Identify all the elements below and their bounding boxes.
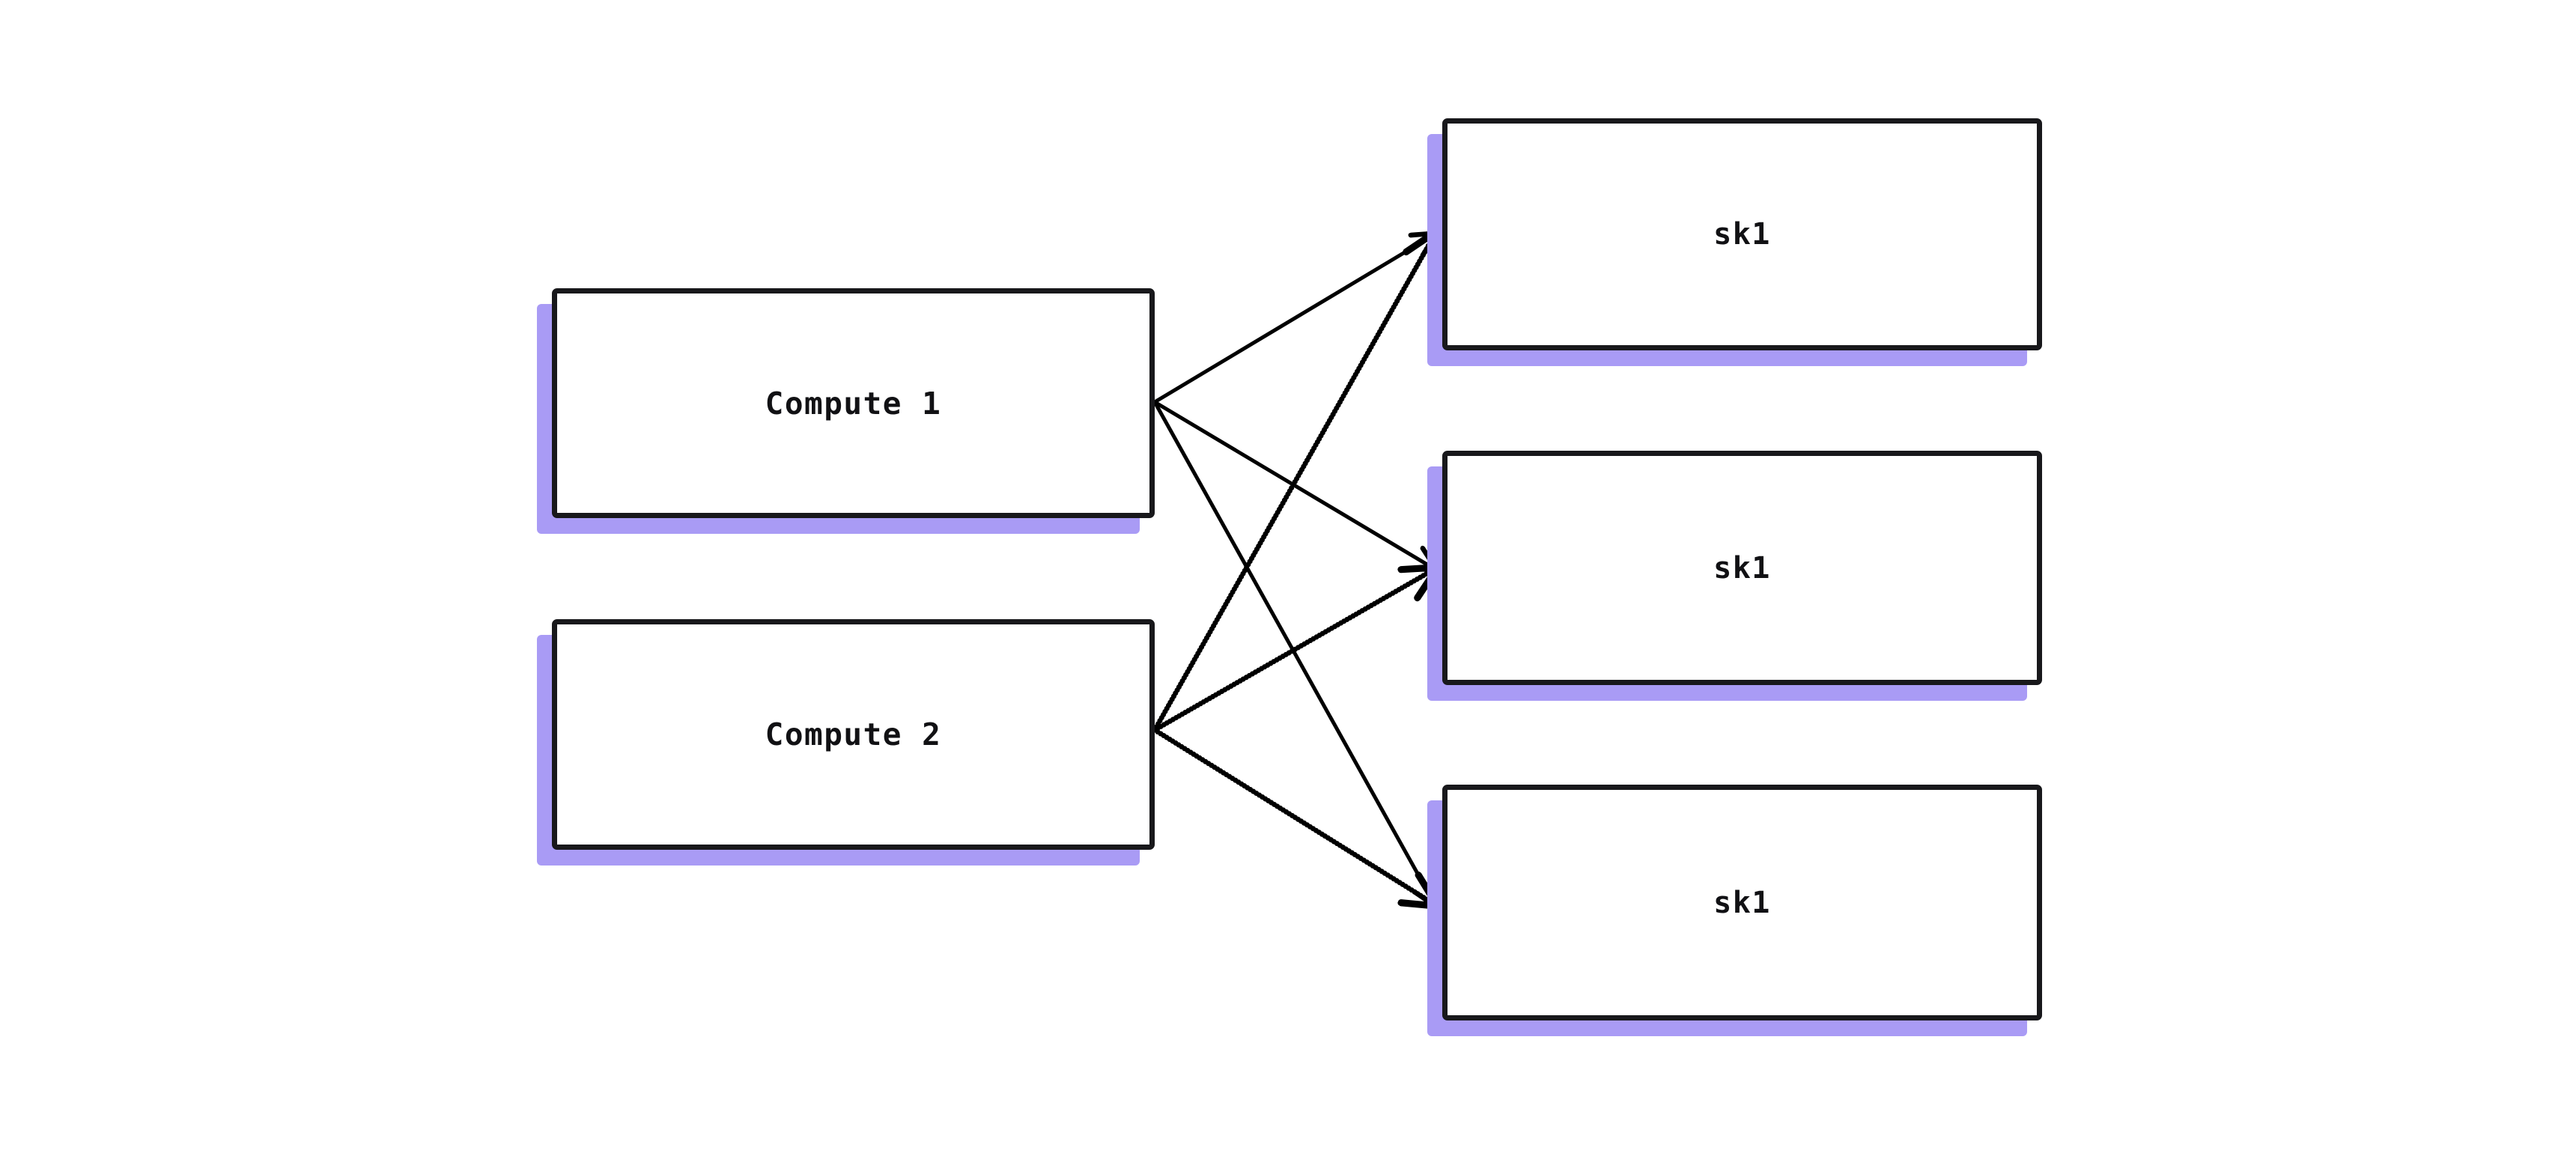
node-label: sk1 [1713, 217, 1771, 252]
node-box[interactable]: Compute 2 [552, 619, 1155, 850]
node-compute-1[interactable]: Compute 1 [537, 288, 1155, 534]
node-box[interactable]: sk1 [1442, 118, 2042, 350]
edge-compute-1-to-sk1-bottom [1152, 401, 1435, 904]
edge-compute-2-to-sk1-top [1152, 234, 1435, 733]
edge-compute-1-to-sk1-middle [1153, 400, 1435, 569]
edge-compute-2-to-sk1-bottom [1152, 727, 1435, 904]
edge-compute-2-to-sk1-middle [1152, 569, 1435, 733]
node-box[interactable]: Compute 1 [552, 288, 1155, 518]
node-sk1-middle[interactable]: sk1 [1427, 451, 2042, 701]
node-label: sk1 [1713, 885, 1771, 920]
node-label: sk1 [1713, 550, 1771, 585]
node-sk1-top[interactable]: sk1 [1427, 118, 2042, 366]
node-compute-2[interactable]: Compute 2 [537, 619, 1155, 865]
node-label: Compute 1 [765, 385, 942, 422]
node-sk1-bottom[interactable]: sk1 [1427, 785, 2042, 1036]
edge-compute-1-to-sk1-top [1153, 234, 1435, 404]
node-label: Compute 2 [765, 717, 942, 752]
node-box[interactable]: sk1 [1442, 785, 2042, 1020]
node-box[interactable]: sk1 [1442, 451, 2042, 685]
